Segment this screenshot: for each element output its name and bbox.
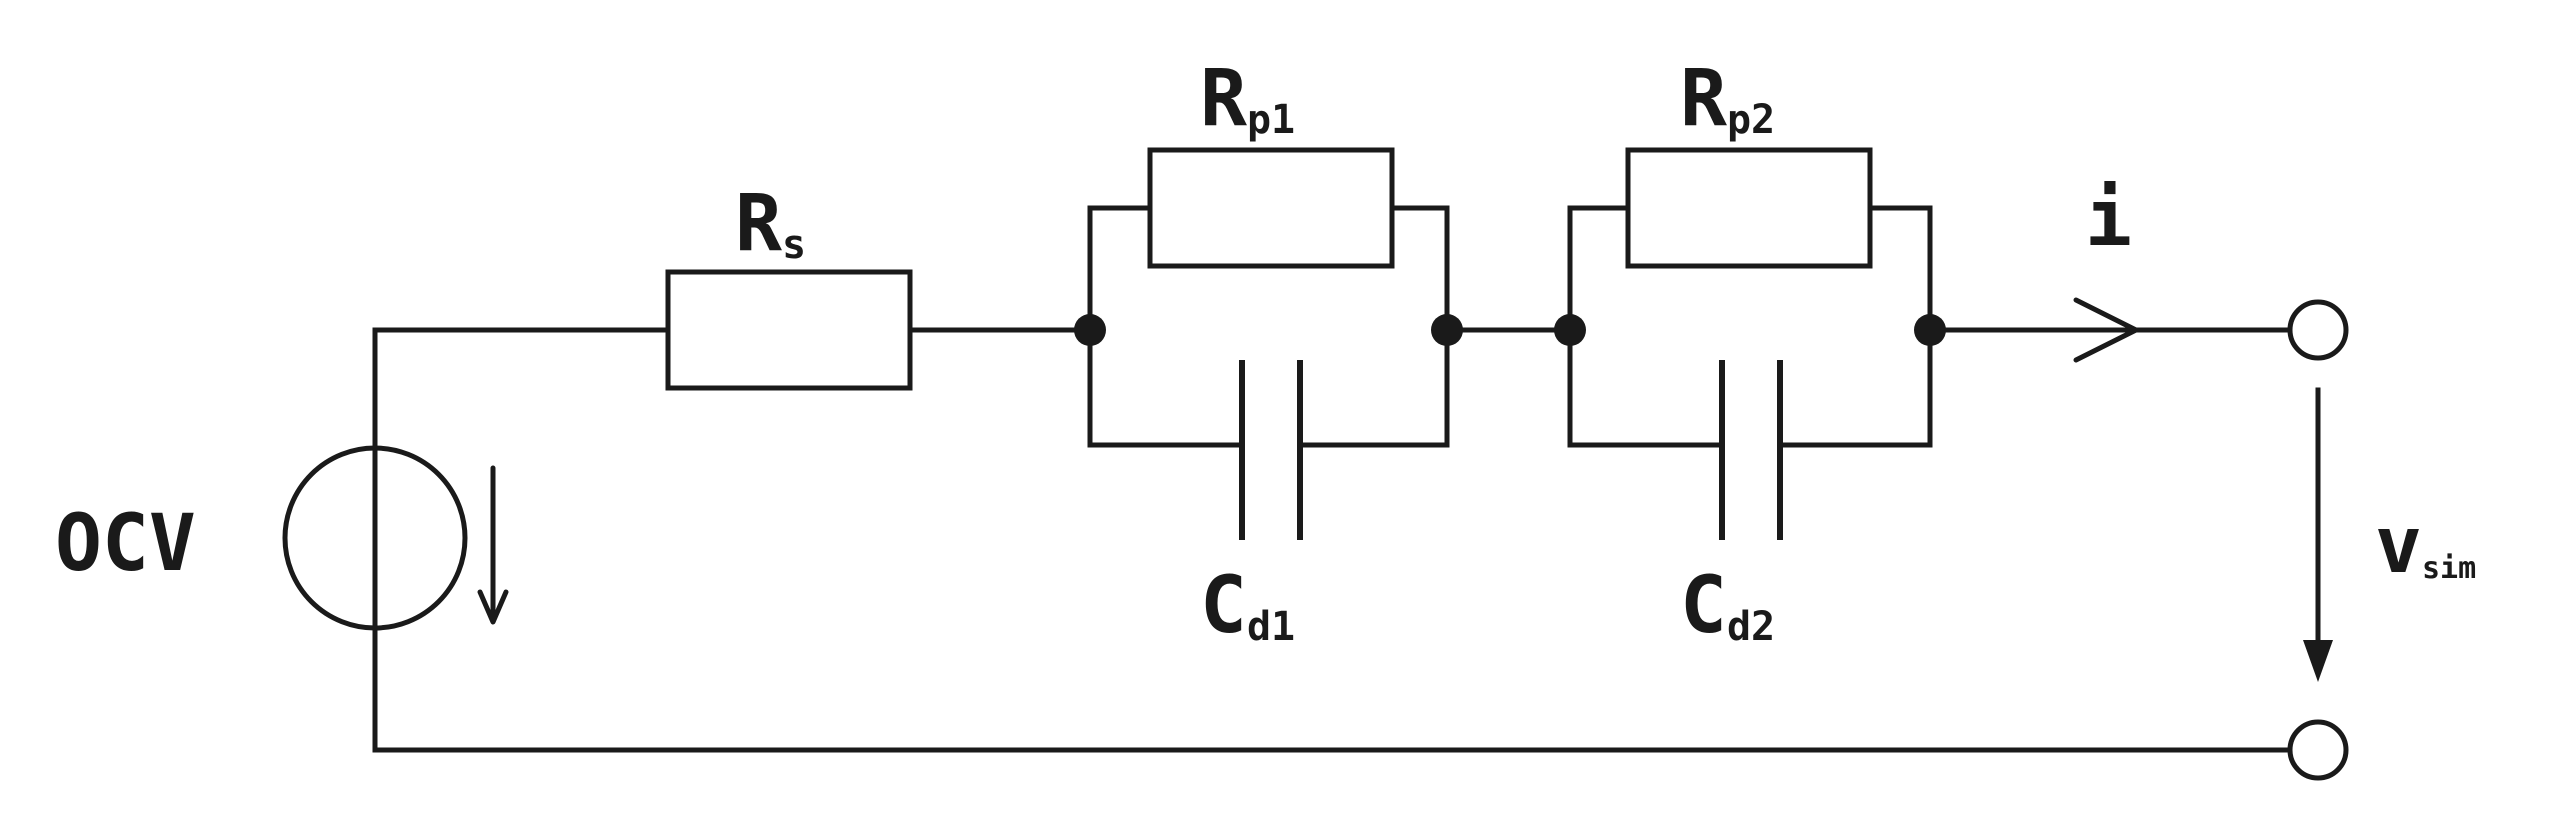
label-vsim: vsim — [2375, 501, 2476, 591]
rc-block-2 — [1554, 147, 1946, 540]
rp2-bracket — [1567, 205, 1933, 333]
label-rp2: Rp2 — [1680, 54, 1775, 144]
label-rp2-main: R — [1680, 54, 1727, 144]
resistor-rp1 — [1147, 147, 1395, 269]
label-cd2-sub: d2 — [1727, 604, 1775, 650]
vsim-arrow-icon — [2303, 387, 2333, 682]
wires — [372, 327, 2300, 753]
cd1-bracket — [1087, 327, 1450, 448]
resistor-rs — [665, 269, 913, 391]
label-rp2-sub: p2 — [1727, 97, 1775, 143]
rp1-bracket — [1087, 205, 1450, 333]
node-3-dot — [1554, 314, 1586, 346]
label-cd2: Cd2 — [1680, 561, 1775, 651]
label-vsim-sub: sim — [2422, 551, 2476, 586]
node-4-dot — [1914, 314, 1946, 346]
label-ocv: OCV — [55, 499, 196, 589]
node-2-dot — [1431, 314, 1463, 346]
label-current-i: i — [2085, 174, 2132, 264]
label-rs-main: R — [735, 179, 782, 269]
label-cd1-sub: d1 — [1247, 604, 1295, 650]
output-terminal-top — [2287, 299, 2349, 361]
node-1-dot — [1074, 314, 1106, 346]
label-rp1-main: R — [1200, 54, 1247, 144]
rc-block-1 — [1074, 147, 1463, 540]
label-vsim-main: v — [2375, 501, 2422, 591]
cd2-bracket — [1567, 327, 1933, 448]
label-rp1: Rp1 — [1200, 54, 1295, 144]
label-cd1-main: C — [1200, 561, 1247, 651]
label-cd2-main: C — [1680, 561, 1727, 651]
output-terminal-bottom — [2287, 719, 2349, 781]
current-arrow-icon — [2073, 297, 2139, 363]
label-rp1-sub: p1 — [1247, 97, 1295, 143]
label-rs: Rs — [735, 179, 806, 269]
label-cd1: Cd1 — [1200, 561, 1295, 651]
label-rs-sub: s — [782, 222, 806, 268]
ocv-source — [282, 445, 509, 631]
resistor-rp2 — [1625, 147, 1873, 269]
ocv-direction-arrow-icon — [477, 465, 509, 625]
